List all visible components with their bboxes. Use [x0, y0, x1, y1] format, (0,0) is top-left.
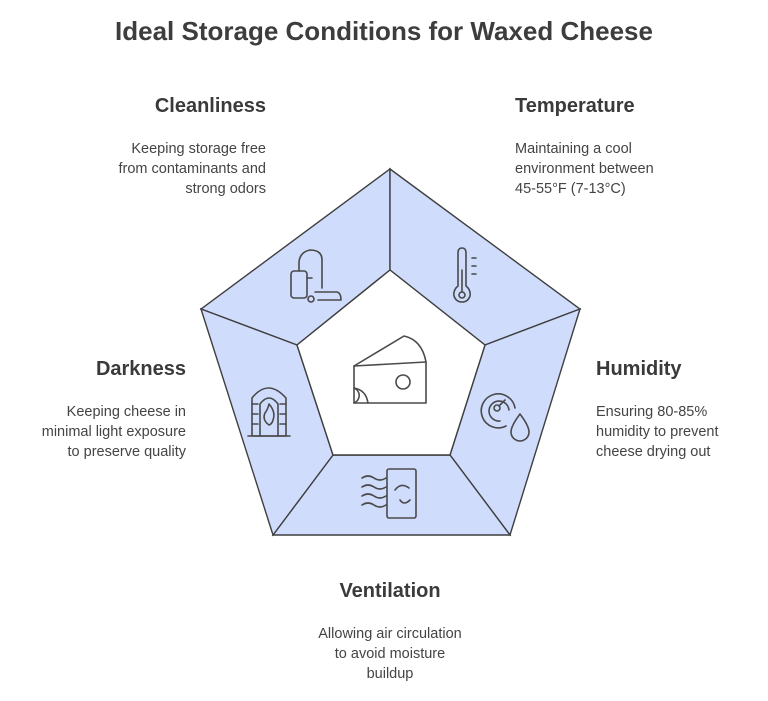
darkness-desc-line: minimal light exposure: [41, 424, 186, 440]
darkness-description: Keeping cheese in minimal light exposure…: [6, 402, 186, 462]
ventilation-desc-line: buildup: [366, 666, 414, 682]
darkness-label: Darkness: [95, 358, 186, 380]
cleanliness-desc-line: from contaminants and: [118, 161, 267, 177]
temperature-desc-line: environment between: [515, 161, 654, 177]
humidity-desc-line: humidity to prevent: [596, 424, 719, 440]
air-vent-icon: [361, 468, 417, 519]
humidity-desc-line: Ensuring 80-85%: [596, 404, 708, 420]
humidity-gauge-icon: [480, 393, 530, 442]
center-pentagon: [296, 269, 486, 456]
temperature-desc-line: Maintaining a cool: [515, 141, 632, 157]
ventilation-desc-line: Allowing air circulation: [318, 626, 462, 642]
fireplace-icon: [247, 387, 291, 437]
cleanliness-description: Keeping storage free from contaminants a…: [66, 139, 267, 199]
darkness-desc-line: to preserve quality: [67, 444, 186, 460]
cleanliness-label: Cleanliness: [154, 95, 266, 117]
cleanliness-desc-line: strong odors: [185, 181, 266, 197]
cheese-icon: [353, 335, 427, 404]
cleanliness-desc-line: Keeping storage free: [131, 141, 266, 157]
thermometer-icon: [453, 247, 477, 303]
pentagon-segments: [199, 167, 582, 537]
vacuum-cleaner-icon: [290, 249, 342, 303]
ventilation-label: Ventilation: [339, 580, 441, 602]
humidity-label: Humidity: [596, 358, 682, 380]
temperature-description: Maintaining a cool environment between 4…: [515, 139, 735, 199]
humidity-description: Ensuring 80-85% humidity to prevent chee…: [596, 402, 761, 462]
diagram-title: Ideal Storage Conditions for Waxed Chees…: [115, 16, 653, 46]
darkness-desc-line: Keeping cheese in: [66, 404, 186, 420]
temperature-desc-line: 45-55°F (7-13°C): [515, 181, 626, 197]
ventilation-description: Allowing air circulation to avoid moistu…: [270, 624, 510, 684]
temperature-label: Temperature: [515, 95, 635, 117]
ventilation-desc-line: to avoid moisture: [334, 646, 446, 662]
humidity-desc-line: cheese drying out: [596, 444, 711, 460]
